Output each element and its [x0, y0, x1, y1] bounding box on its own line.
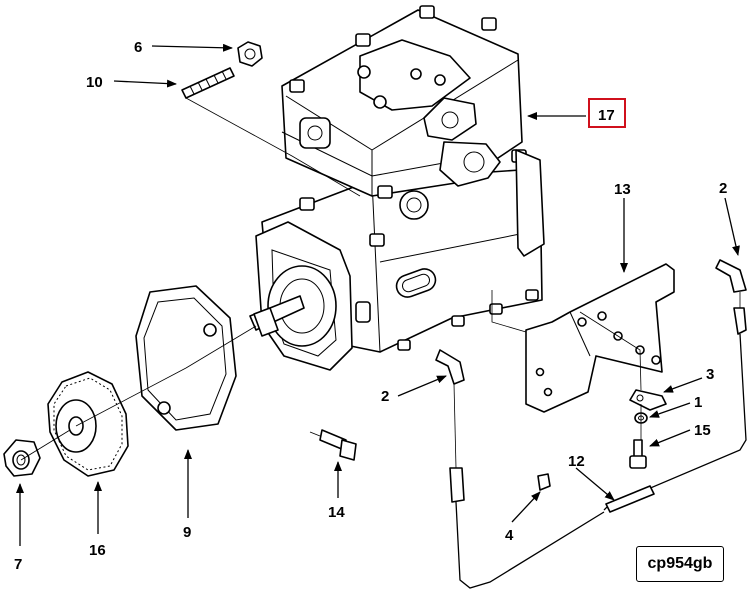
nut-6[interactable]	[237, 41, 263, 67]
clamp[interactable]	[629, 389, 667, 411]
tube-assembly[interactable]	[449, 307, 747, 589]
drawing-code-label: cp954gb	[636, 546, 724, 582]
alignment-lines	[20, 97, 741, 469]
callout-6: 6	[134, 39, 142, 56]
callout-16: 16	[89, 542, 106, 559]
compressor-assembly[interactable]	[249, 5, 545, 371]
gasket[interactable]	[135, 285, 237, 431]
callout-10: 10	[86, 74, 103, 91]
fitting-4[interactable]	[537, 473, 551, 491]
callout-17: 17	[598, 107, 615, 124]
callout-labels: 6 10 17 13 2 2 3 1 15 12 4 14 9 16 7	[14, 39, 727, 573]
elbow-fitting-right[interactable]	[715, 259, 747, 293]
callout-12: 12	[568, 453, 585, 470]
callout-3: 3	[706, 366, 714, 383]
bolt-14[interactable]	[319, 429, 357, 461]
mounting-bracket[interactable]	[525, 263, 675, 413]
callout-15: 15	[694, 422, 711, 439]
bolt-15[interactable]	[629, 439, 647, 469]
callout-4: 4	[505, 527, 514, 544]
callout-13: 13	[614, 181, 631, 198]
stud-10[interactable]	[181, 67, 235, 99]
drive-gear[interactable]	[47, 371, 129, 477]
callout-1: 1	[694, 394, 702, 411]
callout-2-right: 2	[719, 180, 727, 197]
highlight-box-17	[588, 98, 626, 128]
leader-lines	[16, 43, 740, 546]
callout-9: 9	[183, 524, 191, 541]
hex-nut[interactable]	[3, 439, 41, 477]
callout-7: 7	[14, 556, 22, 573]
callout-14: 14	[328, 504, 345, 521]
callout-2-left: 2	[381, 388, 389, 405]
